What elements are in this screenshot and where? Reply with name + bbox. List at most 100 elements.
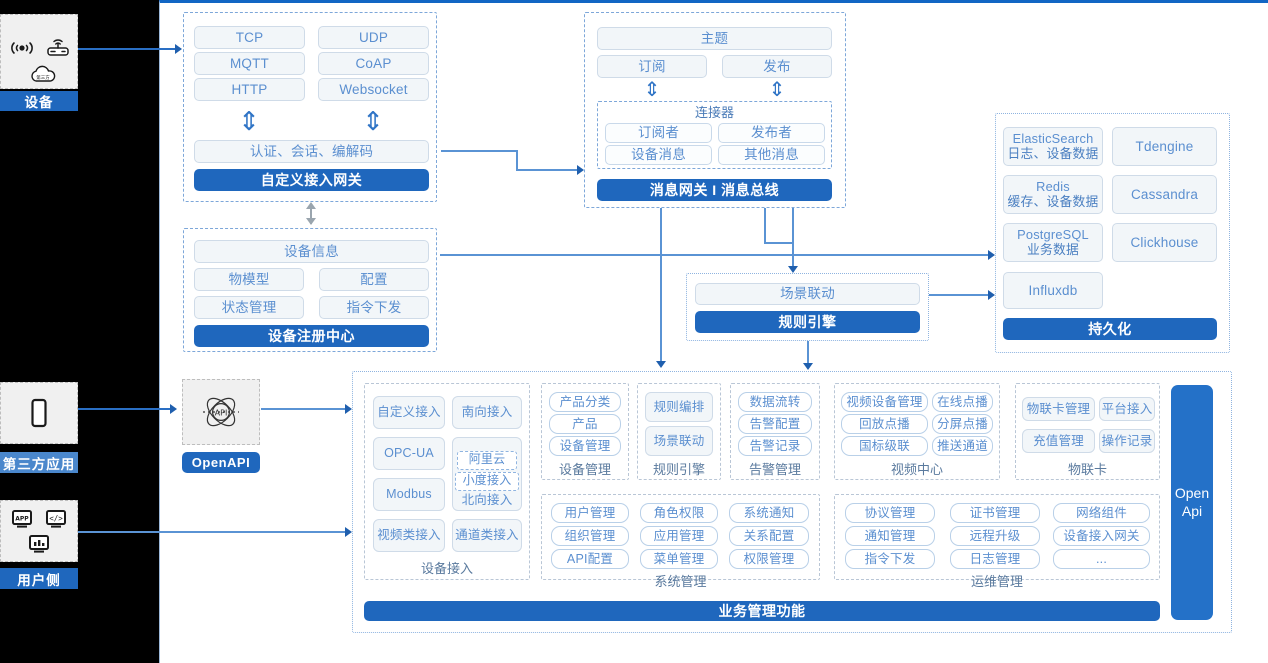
- protocol-mqtt[interactable]: MQTT: [194, 52, 305, 75]
- conn-bus-to-business-v: [660, 208, 662, 365]
- dm-product[interactable]: 产品: [549, 414, 621, 434]
- da-channel-access[interactable]: 通道类接入: [452, 519, 522, 552]
- connector-subscriber[interactable]: 订阅者: [605, 123, 712, 143]
- om-network-component-label: 网络组件: [1076, 505, 1127, 520]
- om-log-management[interactable]: 日志管理: [950, 549, 1040, 569]
- svg-text:API: API: [215, 409, 228, 418]
- device-info-chip[interactable]: 设备信息: [194, 240, 429, 263]
- vc-video-device-management[interactable]: 视频设备管理: [841, 392, 928, 412]
- protocol-coap[interactable]: CoAP: [318, 52, 429, 75]
- sm-relation-config[interactable]: 关系配置: [729, 526, 809, 546]
- config-chip[interactable]: 配置: [319, 268, 429, 291]
- ic-platform-access[interactable]: 平台接入: [1099, 397, 1155, 421]
- am-data-flow[interactable]: 数据流转: [738, 392, 812, 412]
- thing-model-chip[interactable]: 物模型: [194, 268, 304, 291]
- third-party-tag: 第三方应用: [0, 452, 78, 473]
- subscribe-chip[interactable]: 订阅: [597, 55, 707, 78]
- sm-role-permission[interactable]: 角色权限: [640, 503, 718, 523]
- command-dispatch-chip[interactable]: 指令下发: [319, 296, 429, 319]
- user-side-tag: 用户侧: [0, 568, 78, 589]
- sm-app-management[interactable]: 应用管理: [640, 526, 718, 546]
- biz-rule-engine-group-label: 规则引擎: [652, 461, 705, 477]
- store-cassandra[interactable]: Cassandra: [1112, 175, 1217, 214]
- sm-permission-management[interactable]: 权限管理: [729, 549, 809, 569]
- store-redis[interactable]: Redis 缓存、设备数据: [1003, 175, 1103, 214]
- protocol-udp[interactable]: UDP: [318, 26, 429, 49]
- store-influxdb[interactable]: Influxdb: [1003, 272, 1103, 309]
- vc-split-screen-vod[interactable]: 分屏点播: [932, 414, 993, 434]
- protocol-tcp[interactable]: TCP: [194, 26, 305, 49]
- ic-card-management[interactable]: 物联卡管理: [1022, 397, 1095, 421]
- sm-menu-management[interactable]: 菜单管理: [640, 549, 718, 569]
- ic-operation-log[interactable]: 操作记录: [1099, 429, 1155, 453]
- re-scene-linkage[interactable]: 场景联动: [645, 426, 713, 456]
- ic-recharge-management[interactable]: 充值管理: [1022, 429, 1095, 453]
- conn-bus-to-persistence-v: [764, 208, 766, 243]
- store-postgresql-sub: 业务数据: [1027, 241, 1079, 257]
- conn-device-to-gateway-arrow: [175, 44, 182, 54]
- vc-playback-vod[interactable]: 回放点播: [841, 414, 928, 434]
- dm-device-management[interactable]: 设备管理: [549, 436, 621, 456]
- store-cassandra-name: Cassandra: [1130, 186, 1199, 202]
- ic-operation-log-label: 操作记录: [1101, 433, 1153, 448]
- scene-linkage-chip[interactable]: 场景联动: [695, 283, 920, 305]
- connector-other-message[interactable]: 其他消息: [718, 145, 825, 165]
- store-clickhouse[interactable]: Clickhouse: [1112, 223, 1217, 262]
- device-tag-label: 设备: [24, 95, 54, 110]
- protocol-websocket[interactable]: Websocket: [318, 78, 429, 101]
- da-southbound[interactable]: 南向接入: [452, 396, 522, 429]
- device-management-group: [541, 383, 629, 480]
- da-xiaodu[interactable]: 小度接入: [455, 471, 519, 491]
- protocol-http[interactable]: HTTP: [194, 78, 305, 101]
- vc-gb-cascade[interactable]: 国标级联: [841, 436, 928, 456]
- am-alarm-record[interactable]: 告警记录: [738, 436, 812, 456]
- om-log-management-label: 日志管理: [969, 551, 1021, 566]
- store-postgresql-name: PostgreSQL: [1017, 226, 1089, 242]
- vc-online-vod[interactable]: 在线点播: [932, 392, 993, 412]
- am-alarm-config[interactable]: 告警配置: [738, 414, 812, 434]
- om-remote-upgrade[interactable]: 远程升级: [950, 526, 1040, 546]
- openapi-button[interactable]: OpenAPI: [182, 452, 260, 473]
- protocol-mqtt-label: MQTT: [229, 55, 270, 71]
- svg-text:APP: APP: [15, 516, 29, 523]
- om-network-component[interactable]: 网络组件: [1053, 503, 1150, 523]
- connector-publisher[interactable]: 发布者: [718, 123, 825, 143]
- sm-api-config[interactable]: API配置: [551, 549, 629, 569]
- state-management-chip[interactable]: 状态管理: [194, 296, 304, 319]
- connector-device-message[interactable]: 设备消息: [605, 145, 712, 165]
- om-protocol-management[interactable]: 协议管理: [845, 503, 935, 523]
- da-custom-access[interactable]: 自定义接入: [373, 396, 445, 429]
- da-opcua[interactable]: OPC-UA: [373, 437, 445, 470]
- config-label: 配置: [360, 271, 388, 287]
- message-bus-title-label: 消息网关 I 消息总线: [649, 182, 780, 198]
- sm-user-management[interactable]: 用户管理: [551, 503, 629, 523]
- conn-rule-to-persistence-arrow: [988, 290, 995, 300]
- vc-push-channel[interactable]: 推送通道: [932, 436, 993, 456]
- store-tdengine[interactable]: Tdengine: [1112, 127, 1217, 166]
- da-northbound-group[interactable]: 阿里云 小度接入 北向接入: [452, 437, 522, 511]
- sm-system-notification[interactable]: 系统通知: [729, 503, 809, 523]
- ops-management-group-label: 运维管理: [970, 573, 1023, 589]
- gateway-middle-chip[interactable]: 认证、会话、编解码: [194, 140, 429, 163]
- dm-product-category[interactable]: 产品分类: [549, 392, 621, 412]
- topic-chip[interactable]: 主题: [597, 27, 832, 50]
- publish-double-arrow-icon: ⇕: [768, 79, 786, 101]
- store-postgresql[interactable]: PostgreSQL 业务数据: [1003, 223, 1103, 262]
- om-notification-management[interactable]: 通知管理: [845, 526, 935, 546]
- om-certificate-management[interactable]: 证书管理: [950, 503, 1040, 523]
- sm-role-permission-label: 角色权限: [653, 505, 705, 520]
- mobile-phone-icon: [29, 398, 49, 428]
- da-video-access[interactable]: 视频类接入: [373, 519, 445, 552]
- om-device-access-gateway[interactable]: 设备接入网关: [1053, 526, 1150, 546]
- da-aliyun[interactable]: 阿里云: [457, 450, 517, 470]
- store-elasticsearch[interactable]: ElasticSearch 日志、设备数据: [1003, 127, 1103, 166]
- vc-push-channel-label: 推送通道: [937, 438, 988, 453]
- da-modbus[interactable]: Modbus: [373, 478, 445, 511]
- om-command-dispatch[interactable]: 指令下发: [845, 549, 935, 569]
- re-rule-orchestration[interactable]: 规则编排: [645, 392, 713, 422]
- om-more[interactable]: ...: [1053, 549, 1150, 569]
- gateway-right-double-arrow-icon: ⇕: [362, 106, 384, 136]
- publish-chip[interactable]: 发布: [722, 55, 832, 78]
- sm-org-management[interactable]: 组织管理: [551, 526, 629, 546]
